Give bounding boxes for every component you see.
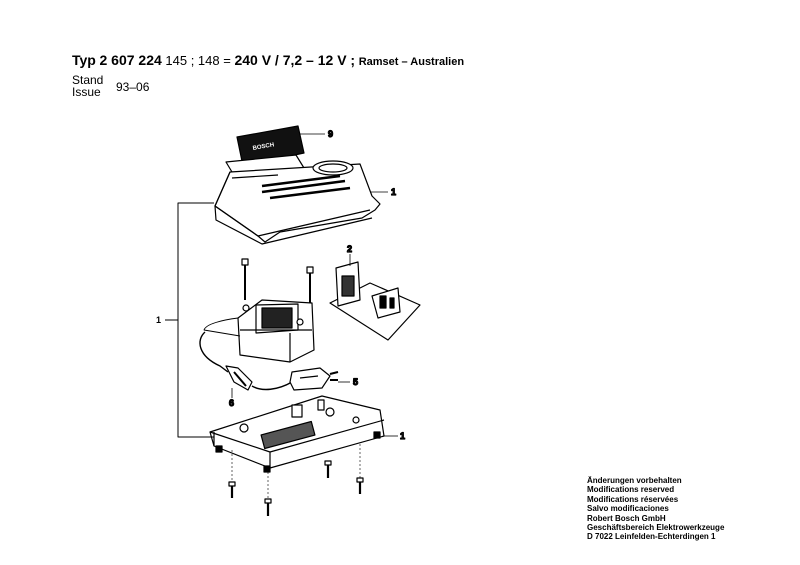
screw-left-part bbox=[241, 258, 249, 300]
note-line: Geschäftsbereich Elektrowerkzeuge bbox=[587, 523, 725, 533]
note-line: Salvo modificaciones bbox=[587, 504, 669, 514]
housing-base-part bbox=[209, 395, 398, 473]
part-number: 2 607 224 bbox=[99, 52, 162, 68]
circuit-board-part bbox=[329, 254, 421, 341]
voltage-spec: 240 V / 7,2 – 12 V ; bbox=[234, 52, 356, 68]
callout-1-top: 1 bbox=[391, 187, 396, 197]
callout-1-bottom: 1 bbox=[400, 431, 405, 441]
callout-1-left: 1 bbox=[156, 315, 161, 325]
power-cable-part bbox=[199, 331, 293, 391]
note-line: Robert Bosch GmbH bbox=[587, 513, 666, 523]
callout-9: 9 bbox=[328, 129, 333, 139]
document-header: Typ 2 607 224 145 ; 148 = 240 V / 7,2 – … bbox=[72, 52, 464, 68]
nameplate-brand: BOSCH bbox=[252, 142, 274, 152]
callout-5: 5 bbox=[353, 377, 358, 387]
note-line: D 7022 Leinfelden-Echterdingen 1 bbox=[587, 532, 716, 542]
housing-cover-part bbox=[214, 160, 388, 245]
issue-date: 93–06 bbox=[116, 80, 150, 94]
typ-label: Typ bbox=[72, 52, 96, 68]
note-line: Änderungen vorbehalten bbox=[587, 476, 682, 485]
transformer-part bbox=[203, 299, 315, 363]
issue-label: Issue bbox=[72, 85, 101, 99]
variant-numbers: 145 ; 148 = bbox=[165, 53, 231, 68]
note-line: Modifications reserved bbox=[587, 485, 675, 495]
screw-right-part bbox=[306, 266, 314, 306]
assembly-bracket bbox=[165, 202, 214, 438]
strain-relief-part bbox=[225, 365, 253, 398]
legal-notes: Änderungen vorbehalten Modifications res… bbox=[587, 476, 724, 542]
product-description: Ramset – Australien bbox=[358, 56, 465, 68]
callout-2: 2 bbox=[347, 244, 352, 254]
mains-plug-part bbox=[289, 367, 350, 391]
base-screws-part bbox=[228, 444, 364, 516]
stand-label: Stand bbox=[72, 73, 104, 87]
note-line: Modifications réservées bbox=[587, 494, 679, 504]
nameplate-part bbox=[225, 125, 325, 175]
callout-6: 6 bbox=[229, 398, 234, 408]
